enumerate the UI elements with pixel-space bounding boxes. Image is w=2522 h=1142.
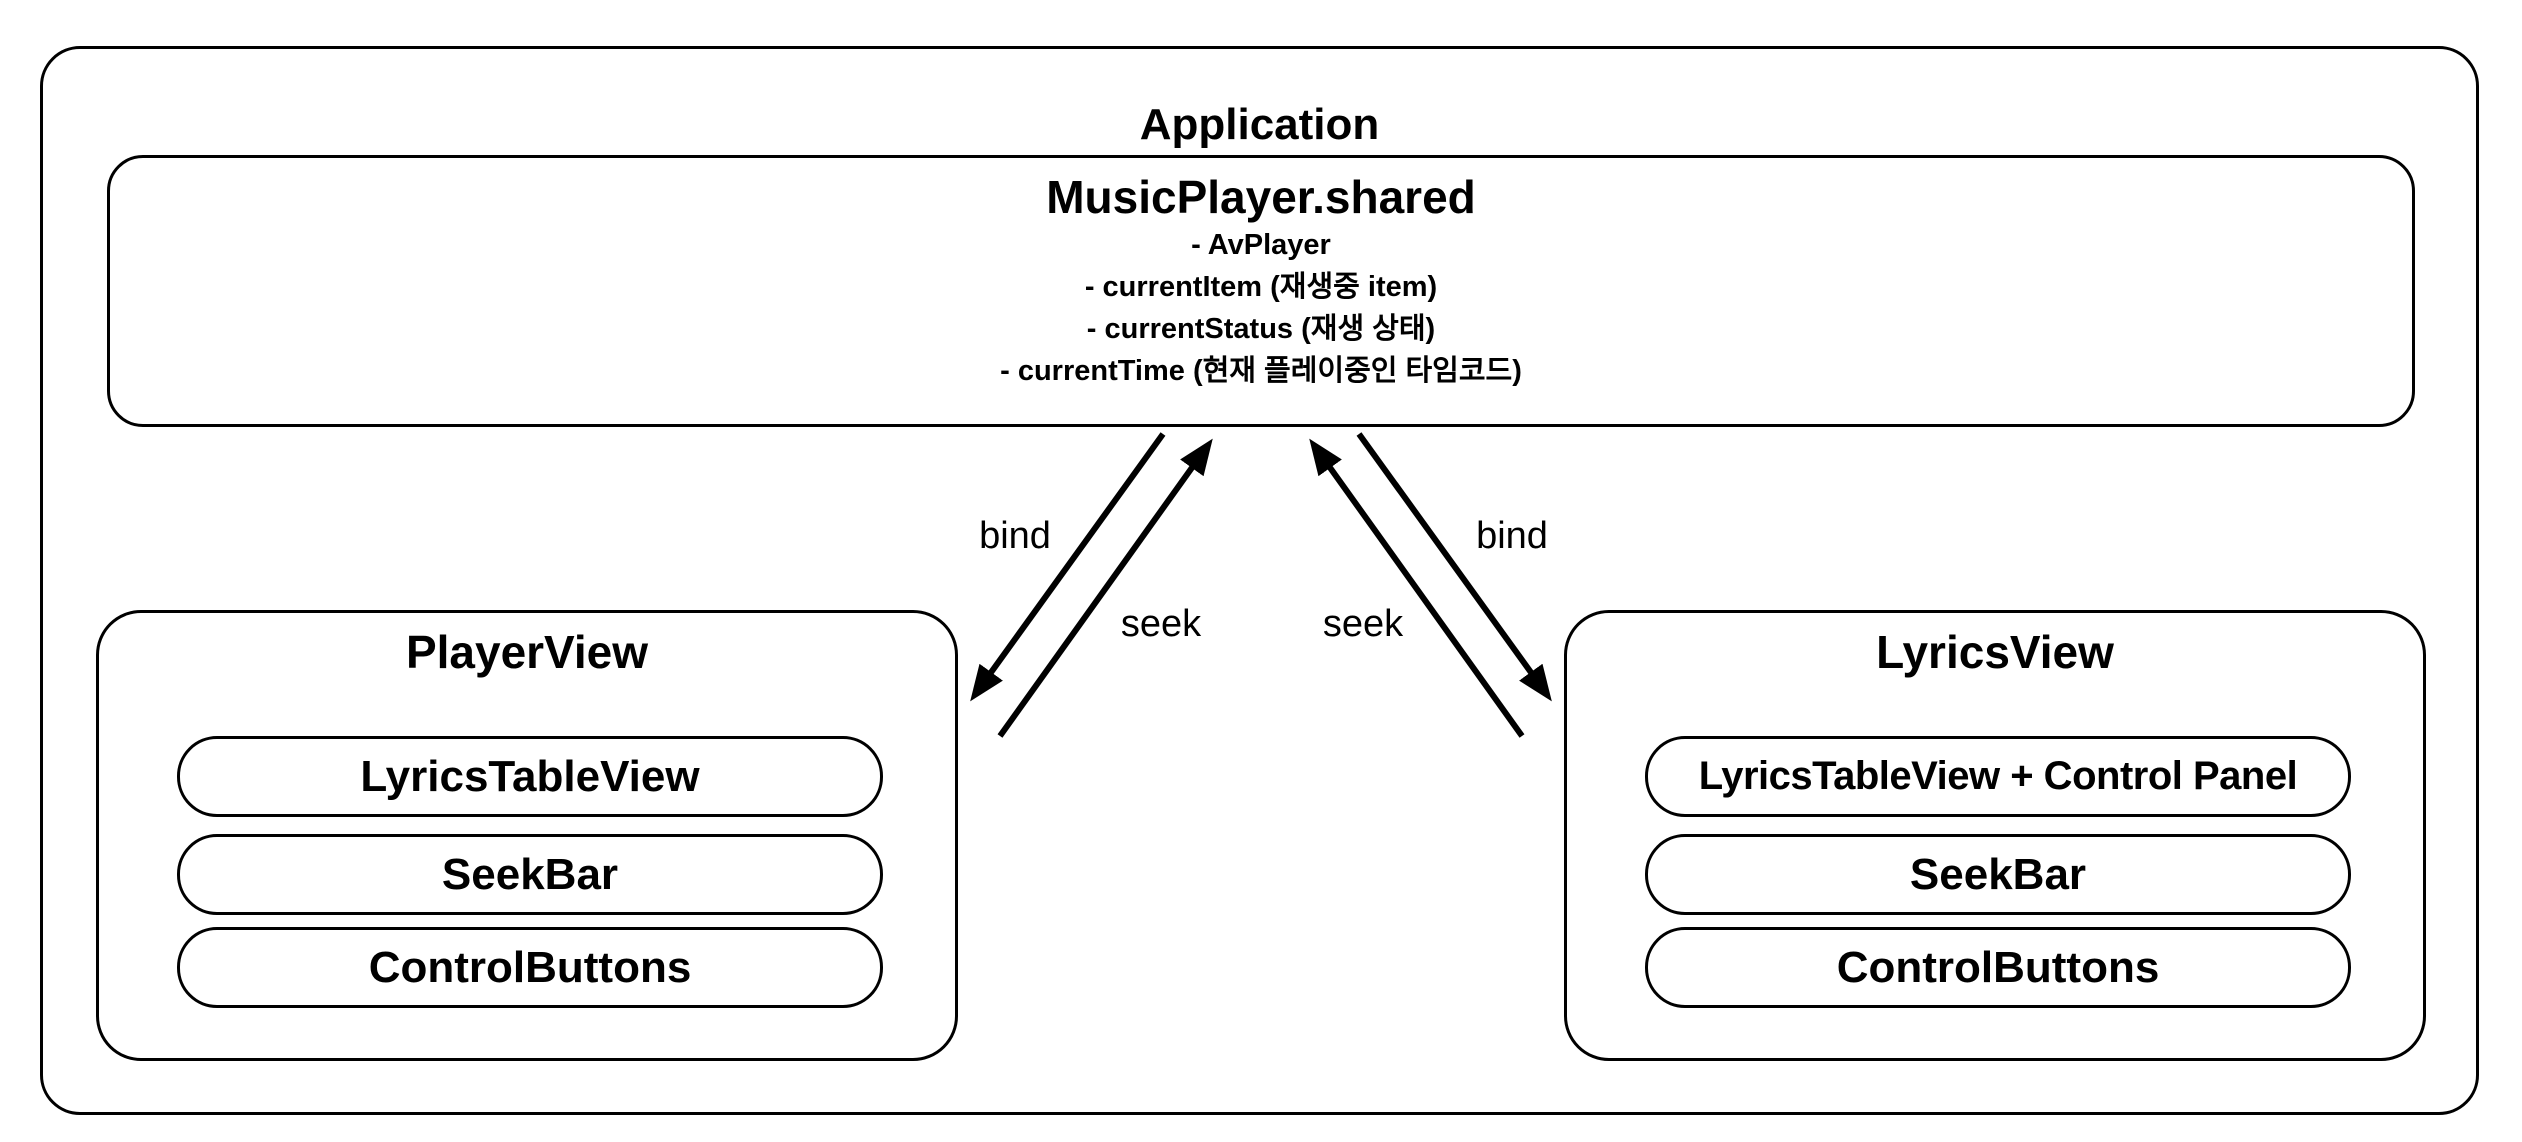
lyricsview-pill-seekbar: SeekBar: [1645, 834, 2351, 915]
musicplayer-item-avplayer: - AvPlayer: [1191, 229, 1331, 261]
playerview-pill-lyricstableview: LyricsTableView: [177, 736, 883, 817]
playerview-pill-seekbar: SeekBar: [177, 834, 883, 915]
playerview-pill-controlbuttons: ControlButtons: [177, 927, 883, 1008]
musicplayer-title: MusicPlayer.shared: [1046, 171, 1476, 223]
application-title: Application: [1139, 100, 1380, 149]
pill-label: SeekBar: [441, 849, 619, 899]
musicplayer-box: MusicPlayer.shared - AvPlayer - currentI…: [107, 155, 2415, 427]
seek-label-left: seek: [1120, 603, 1202, 645]
application-box: Application: [40, 46, 2479, 1115]
bind-label-left: bind: [979, 515, 1051, 557]
pill-label: SeekBar: [1909, 849, 2087, 899]
lyricsview-pill-controlbuttons: ControlButtons: [1645, 927, 2351, 1008]
musicplayer-item-currenttime: - currentTime (현재 플레이중인 타임코드): [1000, 355, 1522, 387]
bind-label-right: bind: [1476, 515, 1548, 557]
seek-label-right: seek: [1322, 603, 1404, 645]
pill-label: LyricsTableView: [360, 751, 700, 801]
pill-label: ControlButtons: [368, 942, 692, 992]
musicplayer-item-currentitem: - currentItem (재생중 item): [1084, 271, 1438, 303]
pill-label: LyricsTableView + Control Panel: [1698, 754, 2298, 798]
lyricsview-box: LyricsView LyricsTableView + Control Pan…: [1564, 610, 2426, 1061]
lyricsview-pill-lyricstableview-controlpanel: LyricsTableView + Control Panel: [1645, 736, 2351, 817]
lyricsview-title: LyricsView: [1876, 626, 2114, 678]
playerview-title: PlayerView: [405, 626, 649, 678]
musicplayer-item-currentstatus: - currentStatus (재생 상태): [1086, 313, 1436, 345]
pill-label: ControlButtons: [1836, 942, 2160, 992]
playerview-box: PlayerView LyricsTableView SeekBar Contr…: [96, 610, 958, 1061]
